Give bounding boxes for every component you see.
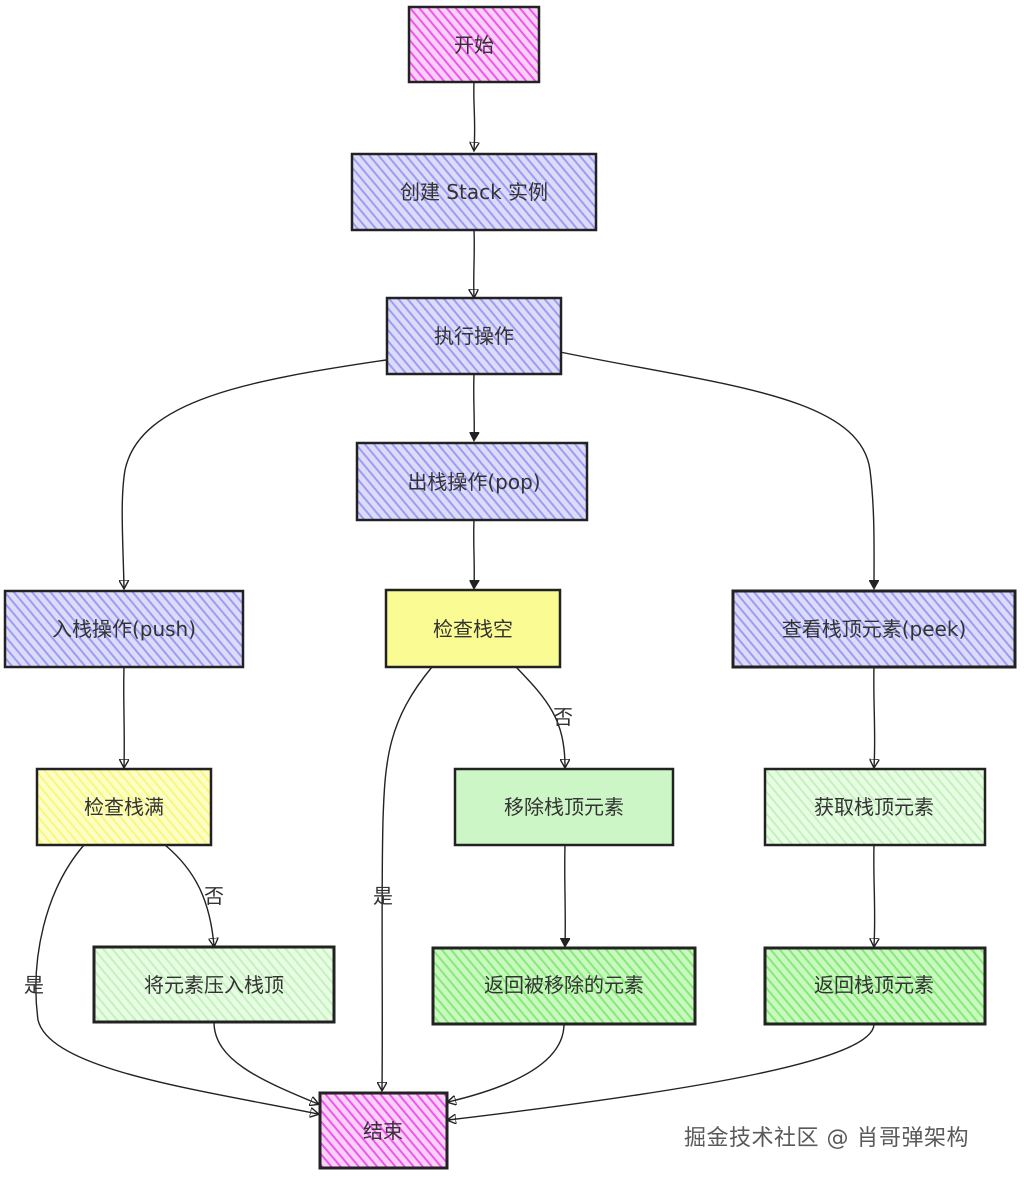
edge-start-to-create — [474, 81, 475, 150]
edge-returntop-to-end — [448, 1023, 875, 1120]
node-create-stack-label: 创建 Stack 实例 — [400, 180, 548, 204]
edge-gettop-to-returntop — [874, 844, 875, 946]
node-remove-top-label: 移除栈顶元素 — [504, 795, 624, 819]
node-execute-label: 执行操作 — [434, 324, 514, 348]
node-push[interactable]: 入栈操作(push) — [3, 589, 245, 669]
node-create-stack[interactable]: 创建 Stack 实例 — [350, 152, 598, 232]
edge-checkempty-to-end — [382, 666, 433, 1090]
edge-create-to-execute — [474, 229, 475, 297]
edge-remove-to-returnremoved — [565, 844, 566, 946]
edge-label-full-yes: 是 — [24, 973, 44, 997]
node-end-label: 结束 — [363, 1119, 403, 1143]
node-return-removed-label: 返回被移除的元素 — [484, 973, 644, 997]
node-return-removed[interactable]: 返回被移除的元素 — [431, 946, 697, 1026]
node-execute[interactable]: 执行操作 — [385, 296, 563, 376]
edge-pop-to-checkempty — [474, 519, 475, 588]
edge-returnremoved-to-end — [448, 1023, 565, 1102]
node-get-top-label: 获取栈顶元素 — [814, 795, 934, 819]
edge-label-empty-no: 否 — [553, 705, 573, 729]
node-push-top-label: 将元素压入栈顶 — [144, 973, 284, 997]
node-push-top[interactable]: 将元素压入栈顶 — [92, 945, 336, 1024]
node-check-empty-label: 检查栈空 — [433, 617, 513, 641]
edge-checkfull-to-end — [35, 844, 318, 1114]
edge-execute-to-pop — [474, 373, 475, 440]
node-peek[interactable]: 查看栈顶元素(peek) — [731, 589, 1017, 669]
node-pop[interactable]: 出栈操作(pop) — [355, 441, 589, 522]
node-check-full[interactable]: 检查栈满 — [35, 767, 213, 847]
edge-checkfull-to-pushtop — [164, 844, 214, 946]
node-start-label: 开始 — [454, 33, 494, 57]
edge-push-to-checkfull — [124, 666, 125, 767]
edge-checkempty-to-remove — [515, 666, 565, 767]
node-get-top[interactable]: 获取栈顶元素 — [763, 767, 987, 847]
node-end[interactable]: 结束 — [318, 1091, 449, 1170]
node-push-label: 入栈操作(push) — [52, 617, 196, 641]
edge-label-full-no: 否 — [204, 884, 224, 908]
node-check-empty[interactable]: 检查栈空 — [384, 588, 562, 669]
node-remove-top[interactable]: 移除栈顶元素 — [453, 767, 675, 847]
edge-label-empty-yes: 是 — [373, 884, 393, 908]
node-pop-label: 出栈操作(pop) — [407, 470, 540, 494]
edge-pushtop-to-end — [213, 1021, 318, 1104]
node-check-full-label: 检查栈满 — [84, 795, 164, 819]
node-return-top-label: 返回栈顶元素 — [814, 973, 934, 997]
edge-execute-to-push — [122, 359, 387, 588]
node-peek-label: 查看栈顶元素(peek) — [782, 617, 967, 641]
node-return-top[interactable]: 返回栈顶元素 — [763, 946, 987, 1026]
edge-execute-to-peek — [559, 351, 874, 588]
edge-peek-to-gettop — [874, 666, 875, 767]
node-start[interactable]: 开始 — [407, 5, 541, 84]
edges — [35, 81, 875, 1120]
watermark: 掘金技术社区 @ 肖哥弹架构 — [684, 1126, 969, 1151]
